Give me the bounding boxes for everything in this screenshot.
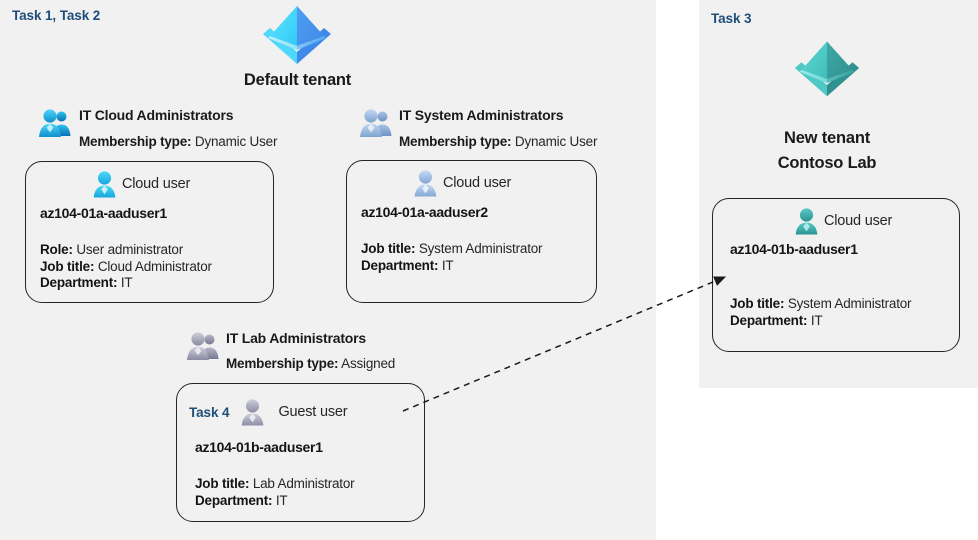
group-users-icon-cloud-admins xyxy=(38,108,72,138)
user-kind-caption: Cloud user xyxy=(122,176,191,192)
group-users-icon-lab-admins xyxy=(186,331,220,361)
attr-job-title: Job title: System Administrator xyxy=(361,241,543,256)
membership-value: Assigned xyxy=(341,356,396,371)
group-title-system-admins: IT System Administrators xyxy=(399,107,564,123)
group-membership-cloud-admins: Membership type: Dynamic User xyxy=(79,134,277,149)
user-attributes: Role: User administrator Job title: Clou… xyxy=(40,242,212,292)
attr-department: Department: IT xyxy=(40,275,133,290)
user-card-header: Task 4 Guest user xyxy=(189,398,348,426)
user-kind-caption: Cloud user xyxy=(443,175,512,191)
group-title-cloud-admins: IT Cloud Administrators xyxy=(79,107,234,123)
user-principal-name: az104-01a-aaduser2 xyxy=(361,204,488,220)
user-attributes: Job title: Lab Administrator Department:… xyxy=(195,476,355,509)
cloud-user-icon xyxy=(412,169,439,197)
user-card-az104-01b-aaduser1[interactable]: Cloud user az104-01b-aaduser1 Job title:… xyxy=(712,198,960,352)
user-attributes: Job title: System Administrator Departme… xyxy=(361,241,543,274)
user-principal-name: az104-01b-aaduser1 xyxy=(730,241,858,257)
cloud-user-icon xyxy=(793,207,820,235)
user-card-header: Cloud user xyxy=(412,169,511,197)
default-tenant-icon xyxy=(261,2,333,64)
attr-job-title: Job title: System Administrator xyxy=(730,296,912,311)
attr-department: Department: IT xyxy=(361,257,454,273)
user-kind-caption: Guest user xyxy=(278,404,348,420)
group-users-icon-system-admins xyxy=(359,108,393,138)
user-card-az104-01a-aaduser1[interactable]: Cloud user az104-01a-aaduser1 Role: User… xyxy=(25,161,274,303)
user-card-guest-az104-01b-aaduser1[interactable]: Task 4 Guest user az104-01b-aaduser1 Job… xyxy=(176,383,425,522)
group-title-lab-admins: IT Lab Administrators xyxy=(226,330,366,346)
attr-job-title: Job title: Cloud Administrator xyxy=(40,258,212,274)
task-label-right: Task 3 xyxy=(711,11,752,26)
task-label-left: Task 1, Task 2 xyxy=(12,8,101,23)
user-principal-name: az104-01a-aaduser1 xyxy=(40,205,167,221)
membership-label: Membership type: xyxy=(399,134,512,149)
group-membership-system-admins: Membership type: Dynamic User xyxy=(399,134,597,149)
guest-user-icon xyxy=(239,398,266,426)
user-card-header: Cloud user xyxy=(793,207,892,235)
attr-role: Role: User administrator xyxy=(40,242,184,257)
inline-task-label: Task 4 xyxy=(189,404,230,420)
attr-department: Department: IT xyxy=(195,492,288,508)
membership-label: Membership type: xyxy=(226,356,339,371)
membership-value: Dynamic User xyxy=(194,134,278,149)
user-principal-name: az104-01b-aaduser1 xyxy=(195,439,323,455)
new-tenant-name-line1: New tenant xyxy=(783,129,870,147)
user-kind-caption: Cloud user xyxy=(824,213,893,229)
user-card-header: Cloud user xyxy=(91,170,190,198)
membership-label: Membership type: xyxy=(79,134,192,149)
attr-job-title: Job title: Lab Administrator xyxy=(195,476,355,491)
new-tenant-icon xyxy=(793,36,861,98)
cloud-user-icon xyxy=(91,170,118,198)
new-tenant-name: New tenant Contoso Lab xyxy=(727,126,927,176)
user-card-az104-01a-aaduser2[interactable]: Cloud user az104-01a-aaduser2 Job title:… xyxy=(346,160,597,303)
new-tenant-name-line2: Contoso Lab xyxy=(777,154,877,172)
group-membership-lab-admins: Membership type: Assigned xyxy=(226,356,395,371)
attr-department: Department: IT xyxy=(730,312,823,328)
default-tenant-name: Default tenant xyxy=(243,71,352,89)
user-attributes: Job title: System Administrator Departme… xyxy=(730,296,912,329)
membership-value: Dynamic User xyxy=(514,134,598,149)
